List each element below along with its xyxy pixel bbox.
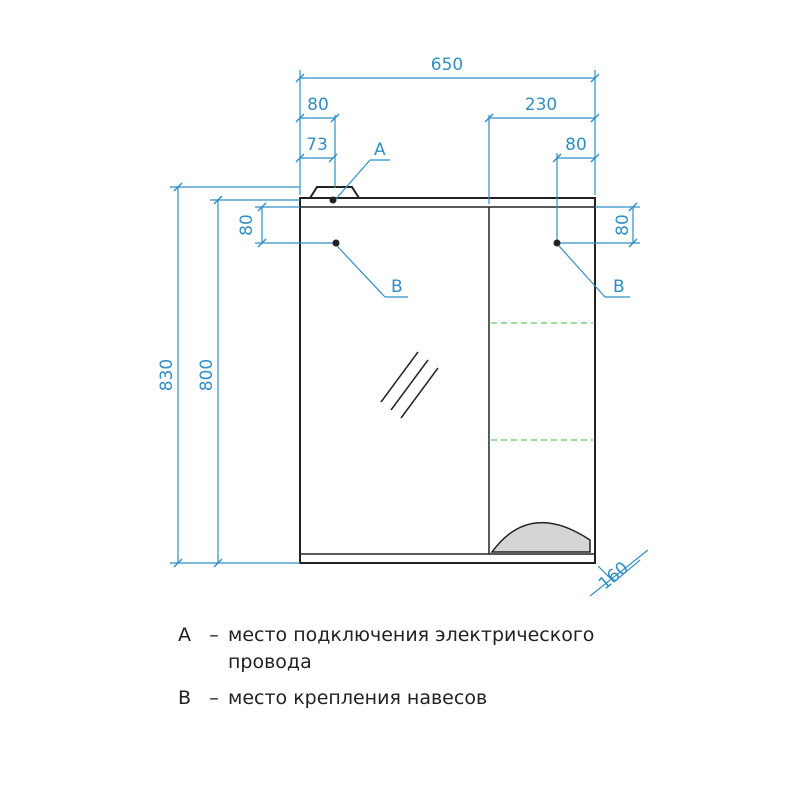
lamp-housing [309, 186, 360, 199]
dim-left-offset: 80 [307, 95, 329, 115]
dim-left-vertical: 80 [237, 214, 257, 236]
legend: A – место подключения электрического про… [178, 622, 658, 721]
door-handle [490, 521, 591, 553]
dim-right-vertical: 80 [613, 214, 633, 236]
dimension-ticks [173, 73, 638, 568]
legend-item-b: B – место крепления навесов [178, 685, 658, 712]
dim-left-inner-offset: 73 [306, 135, 328, 155]
legend-item-a: A – место подключения электрического про… [178, 622, 658, 676]
legend-description: место крепления навесов [228, 687, 488, 709]
legend-dash: – [209, 624, 219, 646]
dim-cabinet-height: 800 [197, 359, 217, 391]
legend-letter: A [178, 624, 191, 646]
callout-b-left: B [391, 277, 403, 297]
point-b-right [553, 239, 561, 247]
dim-right-offset: 230 [525, 95, 557, 115]
cabinet-outline [299, 186, 596, 564]
callout-b-right: B [613, 277, 625, 297]
dim-right-inner-offset: 80 [565, 135, 587, 155]
legend-dash: – [209, 687, 219, 709]
dim-overall-width: 650 [431, 55, 463, 75]
point-b-left [332, 239, 340, 247]
legend-letter: B [178, 687, 192, 709]
mirror-glare-icon [380, 351, 439, 419]
callout-a: A [374, 140, 386, 160]
legend-description: место подключения электрического провода [228, 624, 595, 673]
dim-depth: 160 [595, 558, 633, 594]
dimension-lines [170, 70, 649, 597]
dim-total-height: 830 [157, 359, 177, 391]
shelves [491, 322, 593, 441]
cabinet-body [299, 197, 596, 564]
point-a [329, 196, 337, 204]
